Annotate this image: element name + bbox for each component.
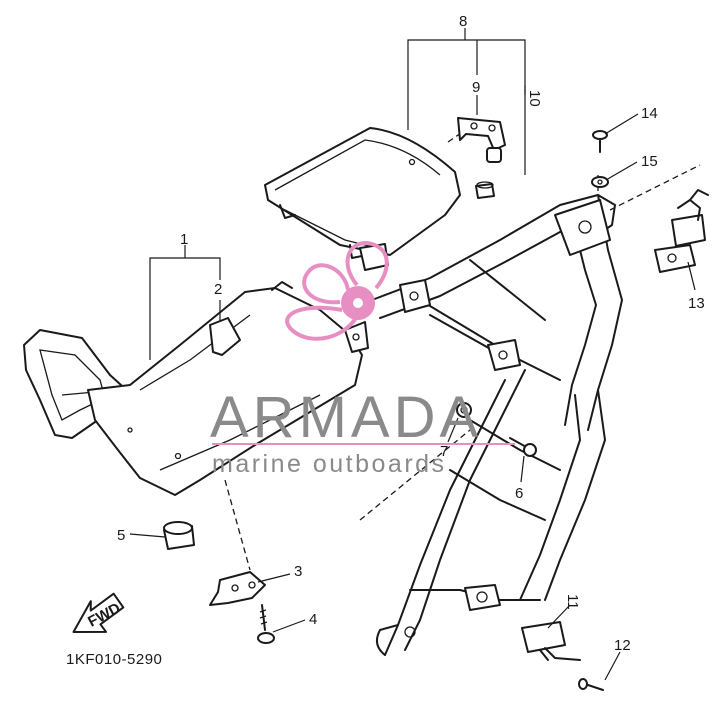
nut-15 — [591, 176, 609, 188]
seat-lock-assembly — [654, 189, 709, 273]
seat-stay-bracket — [209, 571, 266, 606]
seat-switch — [521, 621, 581, 661]
watermark-subtitle: marine outboards — [212, 450, 447, 478]
callout-6: 6 — [515, 485, 523, 502]
fwd-arrow: FWD — [72, 592, 125, 634]
callout-5: 5 — [117, 527, 125, 544]
watermark-title: ARMADA — [210, 385, 482, 450]
seat-damper — [475, 181, 495, 199]
callout-11: 11 — [564, 594, 581, 610]
seat-damper-rubber — [163, 521, 195, 550]
bolt-14 — [592, 130, 608, 153]
callout-13: 13 — [688, 295, 705, 312]
seat-hinge-bracket — [457, 117, 506, 163]
propeller-blade-left — [302, 263, 350, 305]
callout-9: 9 — [472, 79, 480, 96]
drawing-code: 1KF010-5290 — [66, 651, 162, 668]
callout-10: 10 — [526, 90, 543, 107]
callout-8: 8 — [459, 13, 467, 30]
collar-7 — [456, 402, 472, 418]
bolt-6 — [509, 437, 537, 457]
rear-seat-assembly — [264, 127, 461, 271]
propeller-logo — [285, 241, 389, 341]
propeller-hub-center — [353, 298, 363, 308]
callout-12: 12 — [614, 637, 631, 654]
bolt-4 — [257, 604, 275, 644]
callout-1: 1 — [180, 231, 188, 248]
propeller-blade-top — [345, 241, 389, 290]
frame-assembly — [224, 119, 701, 656]
armada-watermark: ARMADA marine outboards — [210, 241, 515, 478]
leader-lines — [129, 28, 696, 681]
propeller-blade-bottom — [285, 305, 358, 341]
callout-15: 15 — [641, 153, 658, 170]
main-seat-assembly — [23, 281, 369, 496]
callout-7: 7 — [440, 443, 448, 460]
callout-14: 14 — [641, 105, 658, 122]
screw-12 — [578, 678, 604, 691]
callout-3: 3 — [294, 563, 302, 580]
callout-4: 4 — [309, 611, 317, 628]
callout-labels: 1 2 3 4 5 6 7 8 9 10 11 12 13 14 15 — [117, 13, 705, 654]
callout-2: 2 — [214, 281, 222, 298]
